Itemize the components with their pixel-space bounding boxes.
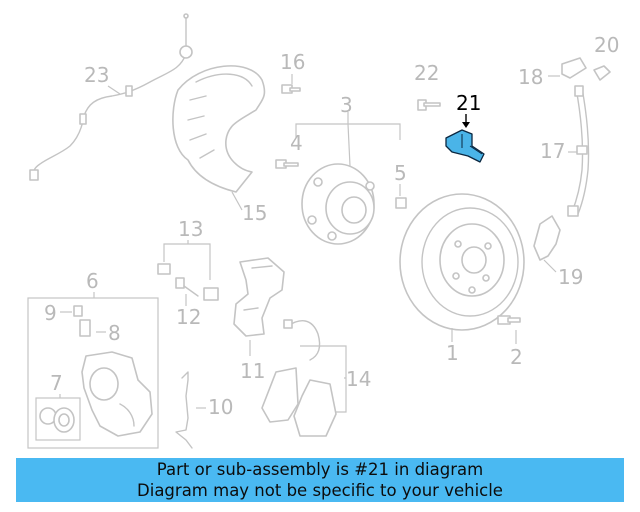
callout-19: 19	[558, 265, 583, 289]
part-16-bolt	[281, 84, 301, 94]
callout-8: 8	[108, 321, 121, 345]
part-4-bolt	[275, 159, 299, 169]
part-1-brake-disc	[399, 193, 525, 331]
callout-14: 14	[346, 367, 371, 391]
callout-12: 12	[176, 305, 201, 329]
callout-15: 15	[242, 201, 267, 225]
part-13-guide-pin-bushing	[157, 263, 219, 301]
callout-2: 2	[510, 345, 523, 369]
callout-6: 6	[86, 269, 99, 293]
part-15-splash-shield	[172, 65, 266, 193]
part-2-bolt	[497, 315, 521, 325]
info-banner: Part or sub-assembly is #21 in diagram D…	[16, 458, 624, 502]
callout-11: 11	[240, 359, 265, 383]
callout-4: 4	[290, 131, 303, 155]
callout-5: 5	[394, 161, 407, 185]
callout-10: 10	[208, 395, 233, 419]
banner-line-1: Part or sub-assembly is #21 in diagram	[156, 460, 484, 479]
callout-3: 3	[340, 93, 353, 117]
part-10-spring	[175, 371, 193, 449]
callout-22: 22	[414, 61, 439, 85]
callout-18: 18	[518, 65, 543, 89]
callout-7: 7	[50, 371, 63, 395]
callout-1: 1	[446, 341, 459, 365]
part-9-cap	[73, 305, 83, 317]
part-20-bracket	[593, 65, 611, 81]
callout-20: 20	[594, 33, 619, 57]
banner-line-2: Diagram may not be specific to your vehi…	[137, 481, 503, 500]
callout-9: 9	[44, 301, 57, 325]
callout-16: 16	[280, 50, 305, 74]
part-19-bracket	[533, 215, 561, 261]
part-18-clip	[561, 57, 587, 79]
part-22-bolt	[417, 99, 441, 111]
caliper-group-box	[27, 297, 159, 449]
callout-21: 21	[456, 91, 481, 115]
part-5-bolt	[395, 197, 407, 209]
callout-23: 23	[84, 63, 109, 87]
part-7-piston-kit	[39, 407, 75, 433]
part-8-bleeder	[79, 319, 91, 337]
part-12-guide-pin	[175, 277, 199, 297]
part-17-brake-hose	[567, 85, 590, 217]
part-23-sensor-harness	[29, 13, 193, 181]
piston-kit-box	[35, 397, 81, 441]
part-14-brake-pads	[261, 319, 337, 437]
part-21-wheel-speed-sensor[interactable]	[445, 129, 485, 163]
callout-13: 13	[178, 217, 203, 241]
part-6-caliper	[81, 351, 153, 437]
part-11-caliper-bracket	[233, 257, 285, 337]
part-3-hub-bearing	[301, 163, 375, 245]
callout-17: 17	[540, 139, 565, 163]
